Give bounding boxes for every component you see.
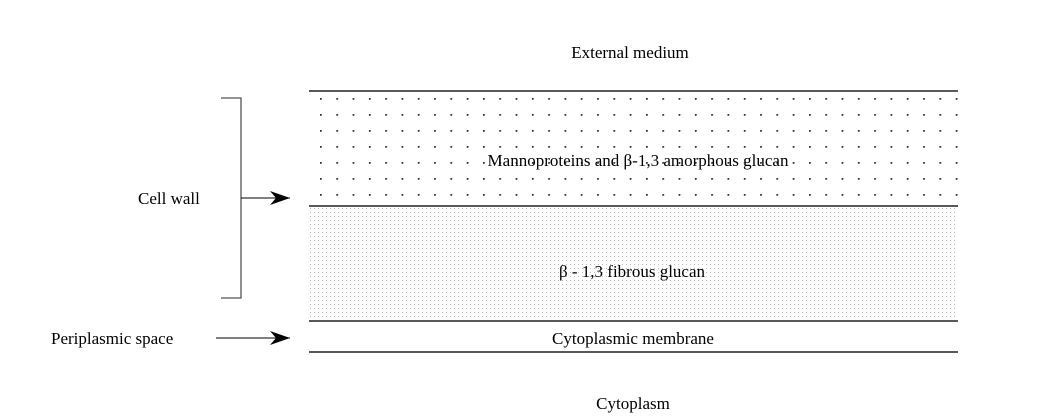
cytoplasm-label: Cytoplasm	[596, 394, 670, 413]
external-medium-label: External medium	[571, 43, 689, 62]
outer-layer-label: Mannoproteins and β-1,3 amorphous glucan	[488, 151, 789, 170]
membrane-label: Cytoplasmic membrane	[552, 329, 714, 348]
cell-wall-bracket	[221, 97, 242, 299]
outer-layer-region	[312, 93, 958, 205]
cell-wall-label: Cell wall	[138, 189, 200, 208]
periplasmic-space-label: Periplasmic space	[51, 329, 173, 348]
inner-layer-label: β - 1,3 fibrous glucan	[559, 262, 706, 281]
inner-layer-region	[310, 208, 958, 320]
